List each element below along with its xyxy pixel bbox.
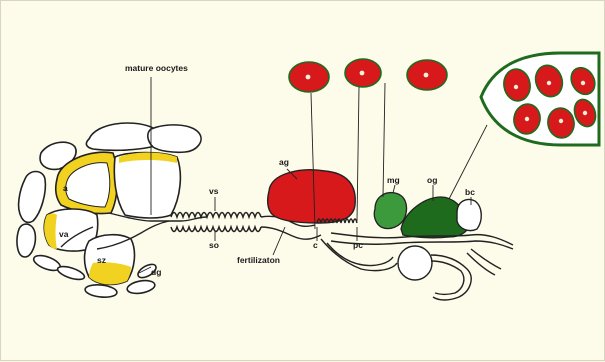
egg-mass-inset [481,53,600,145]
label-vs: vs [209,186,219,196]
gonad-lobe-sz-yellow [89,262,131,284]
albumen-gland [268,170,356,223]
label-pc: pc [353,240,363,250]
gonad-lobe-small-2 [56,264,86,282]
leader-mg [393,185,395,193]
label-so: so [209,240,219,250]
leader-egg-3 [383,83,385,197]
label-ag: ag [279,157,289,167]
egg-capsule-1 [289,62,329,92]
gonad-lobe-center [114,153,180,219]
gonad-lobe-lowerleft [17,224,35,257]
label-va: va [59,229,69,239]
leader-egg-2 [357,87,359,221]
label-fertilization: fertilizaton [237,255,280,265]
label-c: c [313,240,318,250]
mucous-gland [374,193,406,229]
label-sz: sz [97,255,106,265]
gonad-lobe-topright [148,125,201,152]
duct-to-albumen-lower [261,227,321,239]
label-a: a [63,183,68,193]
egg-capsule-2 [345,59,381,87]
gonad-lobe-small-4 [126,279,156,296]
bursa-copulatrix [457,200,481,231]
gonad-lobe-small-3 [84,283,117,298]
gonad [17,123,201,299]
label-dg: dg [151,267,161,277]
lower-duct-tail [471,249,501,269]
egg-capsule-3 [407,60,447,90]
lower-duct-right-inner [431,261,464,295]
seminal-vesicle-coils-lower [171,227,261,232]
label-og: og [427,175,437,185]
spermatheca-bulb [398,246,432,280]
gonad-lobe-va-yellow [44,214,57,250]
label-bc: bc [465,187,475,197]
egg-capsules [289,59,447,92]
gonad-lobe-left [19,172,46,223]
label-mature-oocytes: mature oocytes [125,63,188,73]
seminal-vesicle-coils [171,213,261,218]
label-mg: mg [387,175,400,185]
